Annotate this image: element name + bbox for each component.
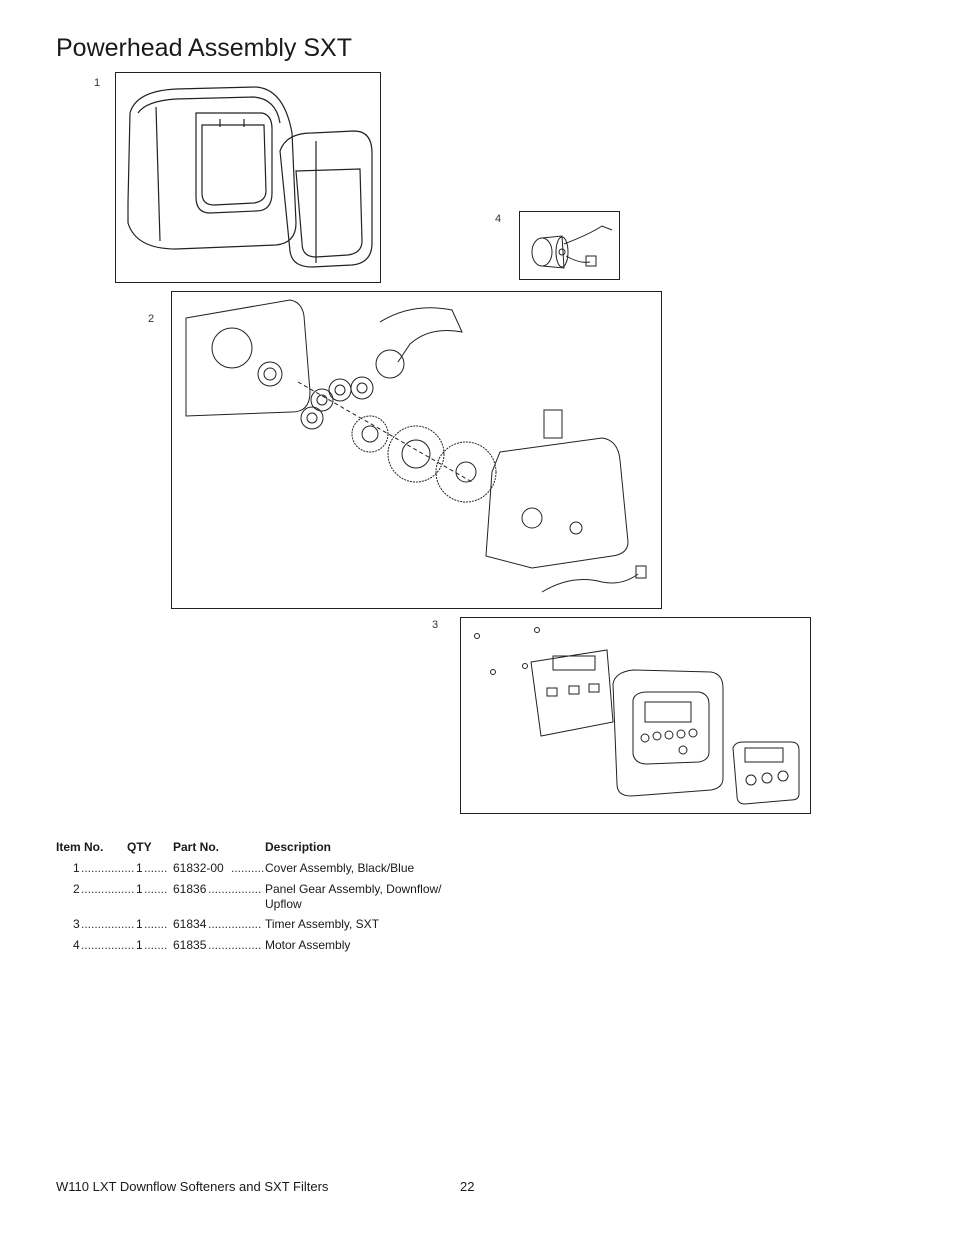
callout-1: 1 — [94, 77, 101, 89]
part-no: 61834 — [173, 917, 207, 931]
qty: 1 — [136, 938, 143, 952]
timer-assembly-figure — [460, 617, 811, 814]
header-part-no: Part No. — [173, 840, 220, 854]
dot-leader: ....... — [144, 938, 168, 952]
dot-leader: ................ — [81, 861, 135, 875]
dot-leader: .......... — [231, 861, 265, 875]
cover-assembly-figure — [115, 72, 381, 283]
qty: 1 — [136, 917, 143, 931]
dot-leader: ................ — [81, 882, 135, 896]
dot-leader: ................ — [81, 938, 135, 952]
motor-assembly-drawing — [531, 225, 613, 269]
footer-document-title: W110 LXT Downflow Softeners and SXT Filt… — [56, 1179, 329, 1194]
header-description: Description — [265, 840, 332, 854]
dot-leader: ................ — [81, 917, 135, 931]
dot-leader: ................ — [208, 882, 262, 896]
dot-leader: ....... — [144, 917, 168, 931]
part-no: 61835 — [173, 938, 207, 952]
description-continued: Upflow — [265, 897, 302, 911]
item-no: 1 — [73, 861, 80, 875]
motor-assembly-figure — [519, 211, 620, 280]
callout-2: 2 — [148, 313, 155, 325]
dot-leader: ................ — [208, 917, 262, 931]
cover-assembly-drawing — [127, 86, 373, 268]
timer-assembly-drawing — [474, 627, 800, 805]
description: Motor Assembly — [265, 938, 351, 952]
description: Panel Gear Assembly, Downflow/ — [265, 882, 442, 896]
part-no: 61836 — [173, 882, 207, 896]
description: Cover Assembly, Black/Blue — [265, 861, 415, 875]
header-item-no: Item No. — [56, 840, 104, 854]
item-no: 2 — [73, 882, 80, 896]
page-title: Powerhead Assembly SXT — [56, 34, 352, 62]
description: Timer Assembly, SXT — [265, 917, 380, 931]
panel-gear-assembly-drawing — [185, 299, 647, 593]
dot-leader: ....... — [144, 882, 168, 896]
callout-4: 4 — [495, 213, 502, 225]
part-no: 61832-00 — [173, 861, 224, 875]
item-no: 3 — [73, 917, 80, 931]
header-qty: QTY — [127, 840, 152, 854]
page-number: 22 — [460, 1179, 475, 1194]
item-no: 4 — [73, 938, 80, 952]
qty: 1 — [136, 861, 143, 875]
callout-3: 3 — [432, 619, 439, 631]
panel-gear-assembly-figure — [171, 291, 662, 609]
dot-leader: ....... — [144, 861, 168, 875]
qty: 1 — [136, 882, 143, 896]
dot-leader: ................ — [208, 938, 262, 952]
